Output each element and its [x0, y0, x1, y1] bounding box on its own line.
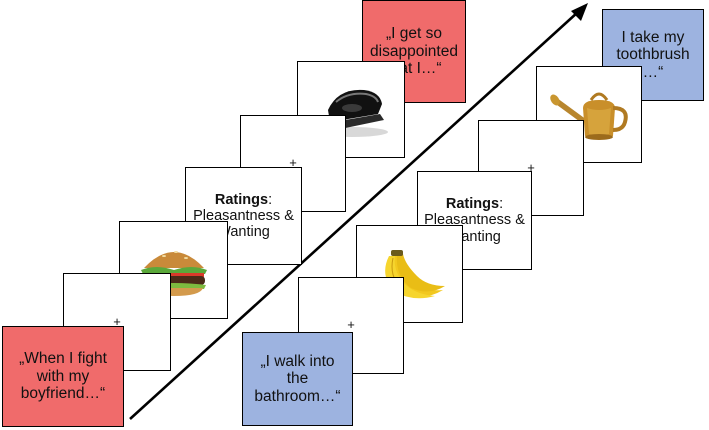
left-ratings-text: Pleasantness & Wanting [193, 207, 294, 241]
right-ratings-label: Ratings [445, 196, 500, 213]
left-ratings-label: Ratings [214, 191, 269, 208]
left-ratings-colon: : [268, 191, 273, 208]
right-cue-start-card: „I walk into the bathroom…“ [242, 332, 353, 426]
left-fixation-cross-1: + [113, 313, 121, 329]
left-cue-start-text: „When I fight with my boyfriend…“ [19, 350, 107, 403]
right-cue-end-text: I take my toothbrush …“ [616, 28, 690, 81]
right-ratings-colon: : [499, 196, 504, 213]
right-ratings-card: Ratings: Pleasantness & Wanting [417, 171, 532, 270]
right-cue-start-text: „I walk into the bathroom…“ [254, 352, 341, 405]
left-fixation-cross-2: + [289, 155, 297, 171]
watering-can-icon [550, 92, 628, 140]
right-fixation-cross-2: + [527, 159, 535, 175]
right-fixation-cross-1: + [347, 317, 355, 333]
left-cue-start-card: „When I fight with my boyfriend…“ [2, 326, 124, 427]
